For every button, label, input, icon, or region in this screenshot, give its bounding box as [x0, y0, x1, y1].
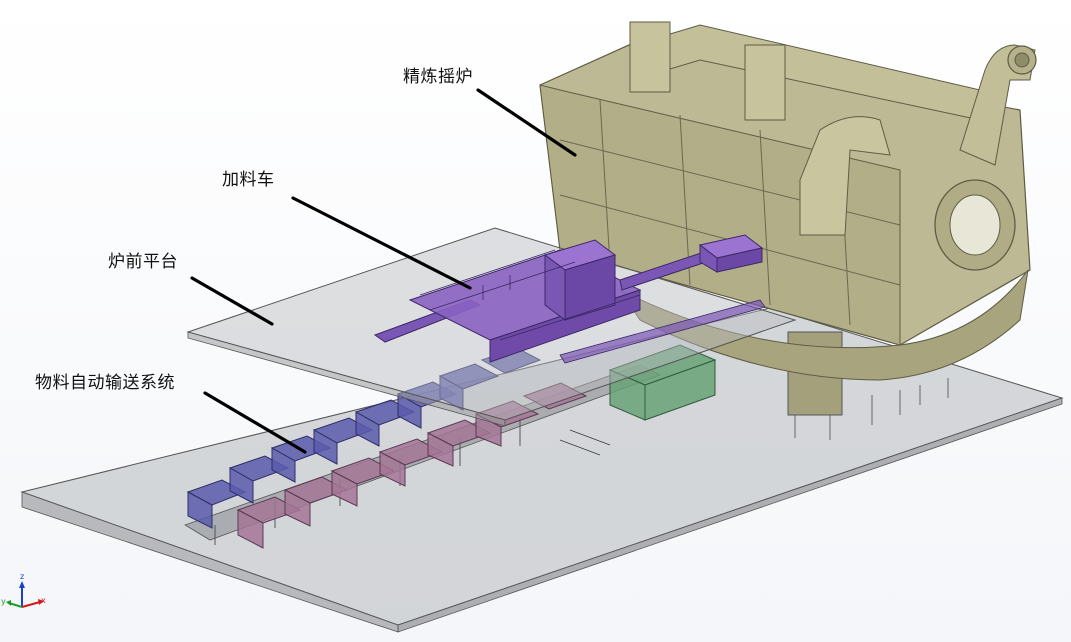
label-charging-car: 加料车 — [222, 170, 275, 190]
leader-platform — [190, 276, 274, 326]
axis-triad — [6, 581, 44, 608]
label-material-conveyor-system: 物料自动输送系统 — [35, 373, 175, 393]
leader-lines — [190, 88, 577, 454]
material-conveyor-system — [184, 344, 717, 549]
leader-conveyor — [203, 391, 307, 454]
label-refining-furnace: 精炼摇炉 — [403, 67, 473, 87]
axis-y-label: y — [1, 597, 6, 606]
leader-furnace — [476, 88, 577, 157]
leader-charging-car — [291, 196, 472, 290]
refining-furnace — [539, 21, 1037, 440]
axis-x-label: x — [41, 596, 46, 605]
label-furnace-front-platform: 炉前平台 — [108, 252, 178, 272]
axis-z-label: z — [20, 572, 25, 581]
charging-car — [373, 234, 766, 364]
